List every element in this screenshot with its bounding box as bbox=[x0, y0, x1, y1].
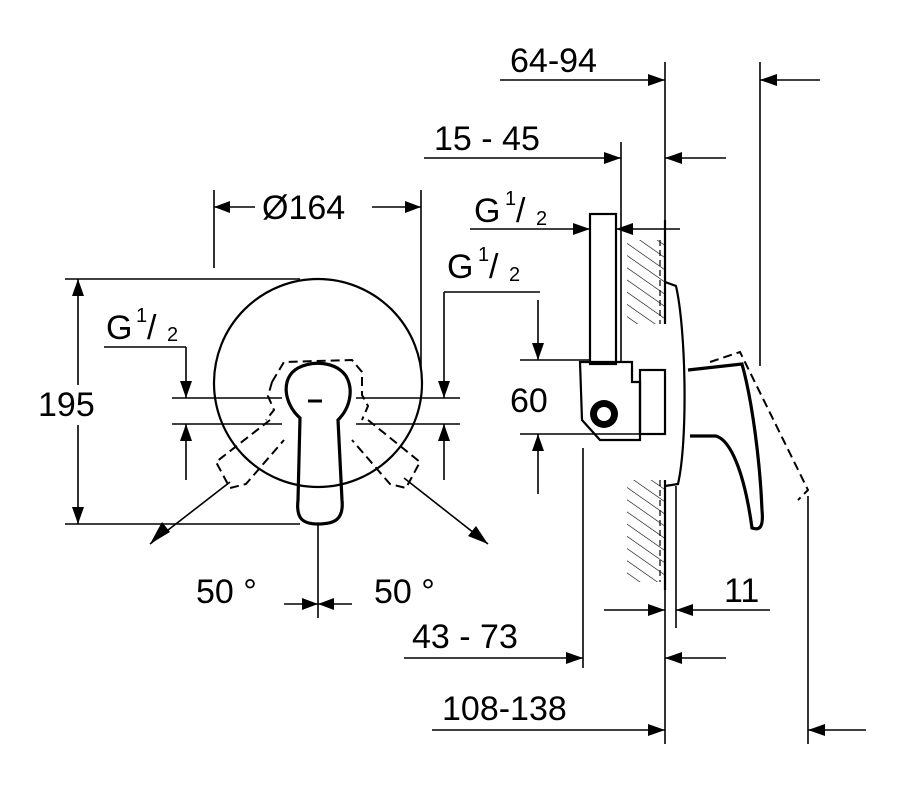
dim-108138-arrow-a bbox=[648, 724, 665, 736]
dim-60-arrow-a bbox=[532, 343, 544, 360]
handle-dashed-right bbox=[351, 419, 422, 490]
svg-text:2: 2 bbox=[509, 264, 520, 286]
dim-4373-label: 43 - 73 bbox=[412, 618, 518, 656]
svg-text:/: / bbox=[489, 248, 499, 286]
side-thread-arrow-b bbox=[616, 223, 633, 235]
wall-upper-hatch bbox=[627, 240, 665, 324]
dim-6494-arrow-a bbox=[648, 74, 665, 86]
front-right-arrow-bottom bbox=[438, 424, 450, 441]
svg-text:G: G bbox=[447, 248, 473, 286]
svg-text:2: 2 bbox=[167, 324, 178, 346]
svg-text:/: / bbox=[147, 309, 157, 347]
handle-dashed-top bbox=[265, 358, 370, 421]
angle-left-label: 50 ° bbox=[196, 573, 257, 611]
thread-label-front-left: G 1 / 2 bbox=[106, 305, 178, 347]
mixer-handle bbox=[284, 361, 352, 526]
svg-text:G: G bbox=[474, 192, 500, 230]
dim-60-arrow-b bbox=[532, 434, 544, 451]
dia-arrow-left bbox=[214, 201, 230, 213]
valve-body bbox=[578, 360, 642, 442]
rosette-circle bbox=[212, 277, 424, 489]
svg-text:1: 1 bbox=[505, 188, 516, 210]
angle-arrow-left bbox=[150, 522, 170, 544]
svg-text:G: G bbox=[106, 309, 132, 347]
handle-dashed-left bbox=[214, 419, 285, 490]
h195-arrow-bottom bbox=[72, 507, 84, 524]
dim-108138-label: 108-138 bbox=[442, 690, 567, 728]
supply-pipe bbox=[588, 212, 618, 366]
front-view: Ø164 195 G 1 / 2 G 1 / 2 bbox=[38, 189, 540, 618]
dim-108138-arrow-b bbox=[808, 724, 825, 736]
thread-label-side-top: G 1 / 2 bbox=[474, 188, 547, 230]
handle-side-dashed bbox=[709, 350, 810, 501]
dim-6494-arrow-b bbox=[760, 74, 777, 86]
svg-text:1: 1 bbox=[478, 244, 489, 266]
dia-164-label: Ø164 bbox=[262, 189, 345, 227]
thread-label-front-right: G 1 / 2 bbox=[447, 244, 520, 286]
dim-4373-arrow-a bbox=[566, 652, 583, 664]
rosette-side bbox=[664, 280, 686, 488]
handle-side bbox=[687, 362, 764, 531]
angle-right-label: 50 ° bbox=[374, 573, 435, 611]
dim-1545-label: 15 - 45 bbox=[434, 120, 540, 158]
front-right-arrow-top bbox=[438, 381, 450, 398]
spindle bbox=[638, 368, 667, 436]
dim-11-arrow-a bbox=[648, 604, 665, 616]
svg-text:1: 1 bbox=[136, 305, 147, 327]
dim-6494-label: 64-94 bbox=[510, 42, 597, 80]
h195-label: 195 bbox=[38, 386, 95, 424]
side-view: 64-94 15 - 45 G 1 / 2 60 bbox=[404, 42, 866, 744]
wall-lower-hatch bbox=[627, 480, 665, 582]
svg-text:2: 2 bbox=[536, 208, 547, 230]
dim-11-label: 11 bbox=[724, 572, 759, 610]
angle-arrow-right bbox=[468, 526, 488, 544]
front-left-arrow-bottom bbox=[180, 424, 192, 441]
dim-11-arrow-b bbox=[676, 604, 693, 616]
front-left-arrow-top bbox=[180, 381, 192, 398]
svg-text:/: / bbox=[516, 192, 526, 230]
dim-1545-arrow-a bbox=[604, 152, 621, 164]
angle-arrow-c-left bbox=[302, 598, 318, 610]
dim-60-label: 60 bbox=[510, 382, 548, 420]
angle-arrow-c-right bbox=[318, 598, 334, 610]
h195-arrow-top bbox=[72, 279, 84, 296]
dim-1545-arrow-b bbox=[665, 152, 682, 164]
valve-port-inner bbox=[597, 407, 611, 421]
dim-4373-arrow-b bbox=[665, 652, 682, 664]
side-thread-arrow-a bbox=[573, 223, 590, 235]
dia-arrow-right bbox=[405, 201, 421, 213]
